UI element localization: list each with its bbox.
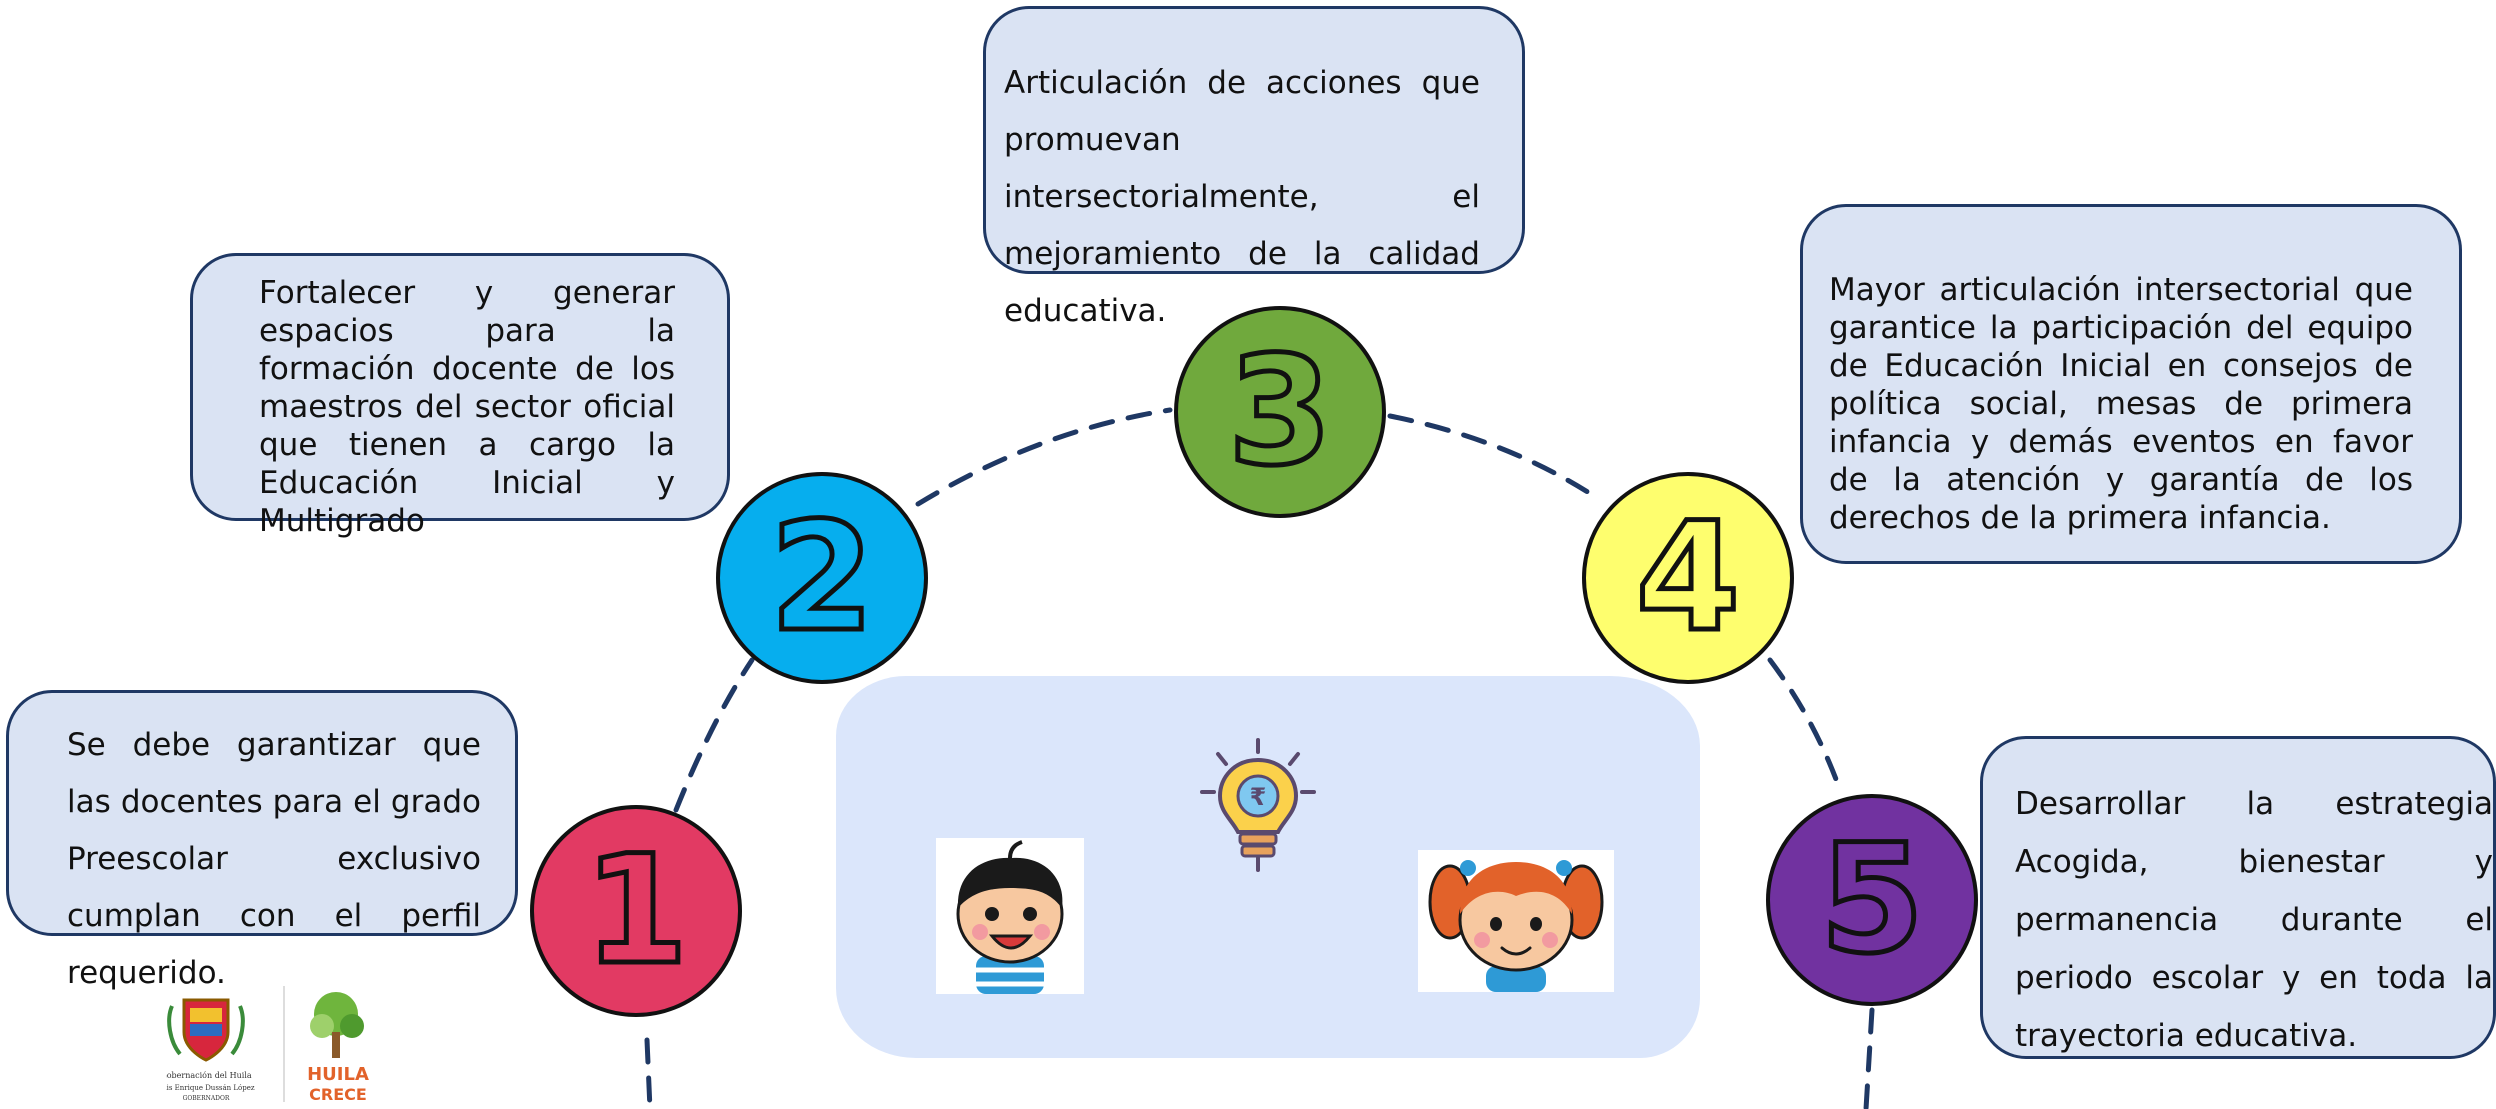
step-4-circle (1582, 472, 1794, 684)
connector-4-5 (1767, 657, 1843, 793)
step-circle-4: 4 (1582, 472, 1794, 684)
step-4-number: 4 (1636, 491, 1740, 665)
connector-bottom-left (644, 1037, 653, 1109)
gobernacion-line-1: Gobernación del Huila (166, 1071, 252, 1080)
step-2-circle (716, 472, 928, 684)
connector-bottom-right (1863, 1007, 1875, 1109)
step-2-box: Fortalecer y generar espacios para la fo… (190, 253, 730, 539)
step-3-box: Articulación de acciones que promuevan i… (983, 6, 1525, 329)
gobernacion-logo: Gobernación del Huila Luis Enrique Dussá… (166, 998, 255, 1102)
step-4-text: Mayor articulación intersectorial que ga… (1829, 272, 2413, 536)
gobernacion-line-2: Luis Enrique Dussán López (166, 1084, 255, 1092)
step-5-number: 5 (1820, 813, 1924, 987)
step-circle-2: 2 (716, 472, 928, 684)
step-5-circle (1766, 794, 1978, 1006)
gobernacion-line-3: GOBERNADOR (183, 1095, 230, 1102)
step-1-circle (530, 805, 742, 1017)
institution-logos: Gobernación del Huila Luis Enrique Dussá… (166, 986, 369, 1104)
step-circle-1: 1 (530, 805, 742, 1017)
step-2-text: Fortalecer y generar espacios para la fo… (259, 275, 675, 539)
boy-illustration (936, 838, 1084, 994)
huila-crece-logo: HUILA CRECE (307, 992, 369, 1104)
step-1-number: 1 (584, 824, 688, 998)
step-circle-5: 5 (1766, 794, 1978, 1006)
step-3-circle (1174, 306, 1386, 518)
huila-text: HUILA (307, 1064, 369, 1085)
step-5-box: Desarrollar la estrategia Acogida, biene… (1980, 736, 2496, 1059)
step-2-number: 2 (770, 491, 874, 665)
crece-text: CRECE (309, 1085, 367, 1104)
step-4-box: Mayor articulación intersectorial que ga… (1800, 204, 2462, 564)
step-5-text: Desarrollar la estrategia Acogida, biene… (2015, 786, 2493, 1054)
step-3-text: Articulación de acciones que promuevan i… (1004, 65, 1480, 329)
step-1-box: Se debe garantizar que las docentes para… (6, 690, 518, 991)
idea-bulb-icon: ₹ (1200, 738, 1316, 872)
bulb-symbol: ₹ (1250, 783, 1267, 811)
girl-illustration (1418, 850, 1614, 992)
dashed-connectors (644, 407, 1875, 1109)
connector-2-3 (915, 407, 1173, 507)
connector-3-4 (1387, 413, 1603, 503)
step-circle-3: 3 (1174, 306, 1386, 518)
step-1-text: Se debe garantizar que las docentes para… (67, 727, 481, 991)
step-3-number: 3 (1228, 325, 1332, 499)
connector-1-2 (673, 657, 755, 813)
